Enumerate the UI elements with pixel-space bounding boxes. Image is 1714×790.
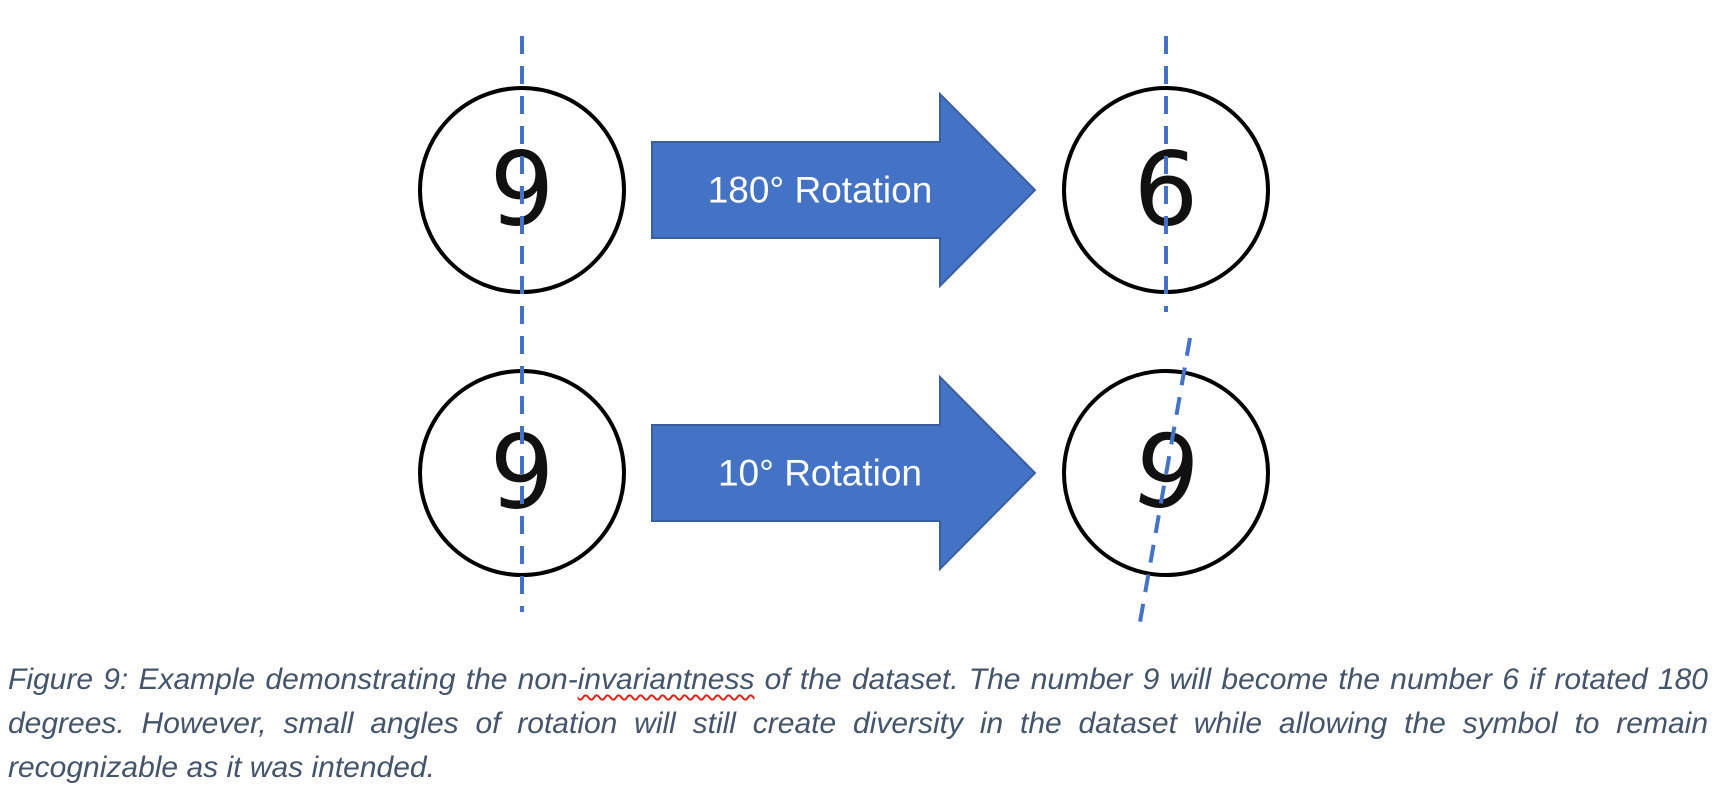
caption-suffix: of the dataset. The number 9 will become…: [8, 663, 1708, 784]
row-10-rotation: 9 10° Rotation 9: [418, 369, 1270, 577]
tilted-axis-line-right-bottom: [1138, 337, 1192, 623]
caption-spellcheck-word: invariantness: [577, 663, 755, 696]
figure-caption: Figure 9: Example demonstrating the non-…: [8, 658, 1708, 790]
arrow-label-2: 10° Rotation: [718, 453, 922, 494]
rotation-arrow-2: [651, 374, 1037, 572]
row-180-rotation: 9 180° Rotation 6: [418, 86, 1270, 294]
rotation-diagram: 9 180° Rotation 6 9 10° Rotation 9: [418, 36, 1270, 623]
rotation-arrow-1: [651, 91, 1037, 289]
arrow-label-1: 180° Rotation: [708, 170, 933, 211]
output-circle-2: [1062, 369, 1270, 577]
caption-prefix: Figure 9: Example demonstrating the non-: [8, 663, 578, 696]
